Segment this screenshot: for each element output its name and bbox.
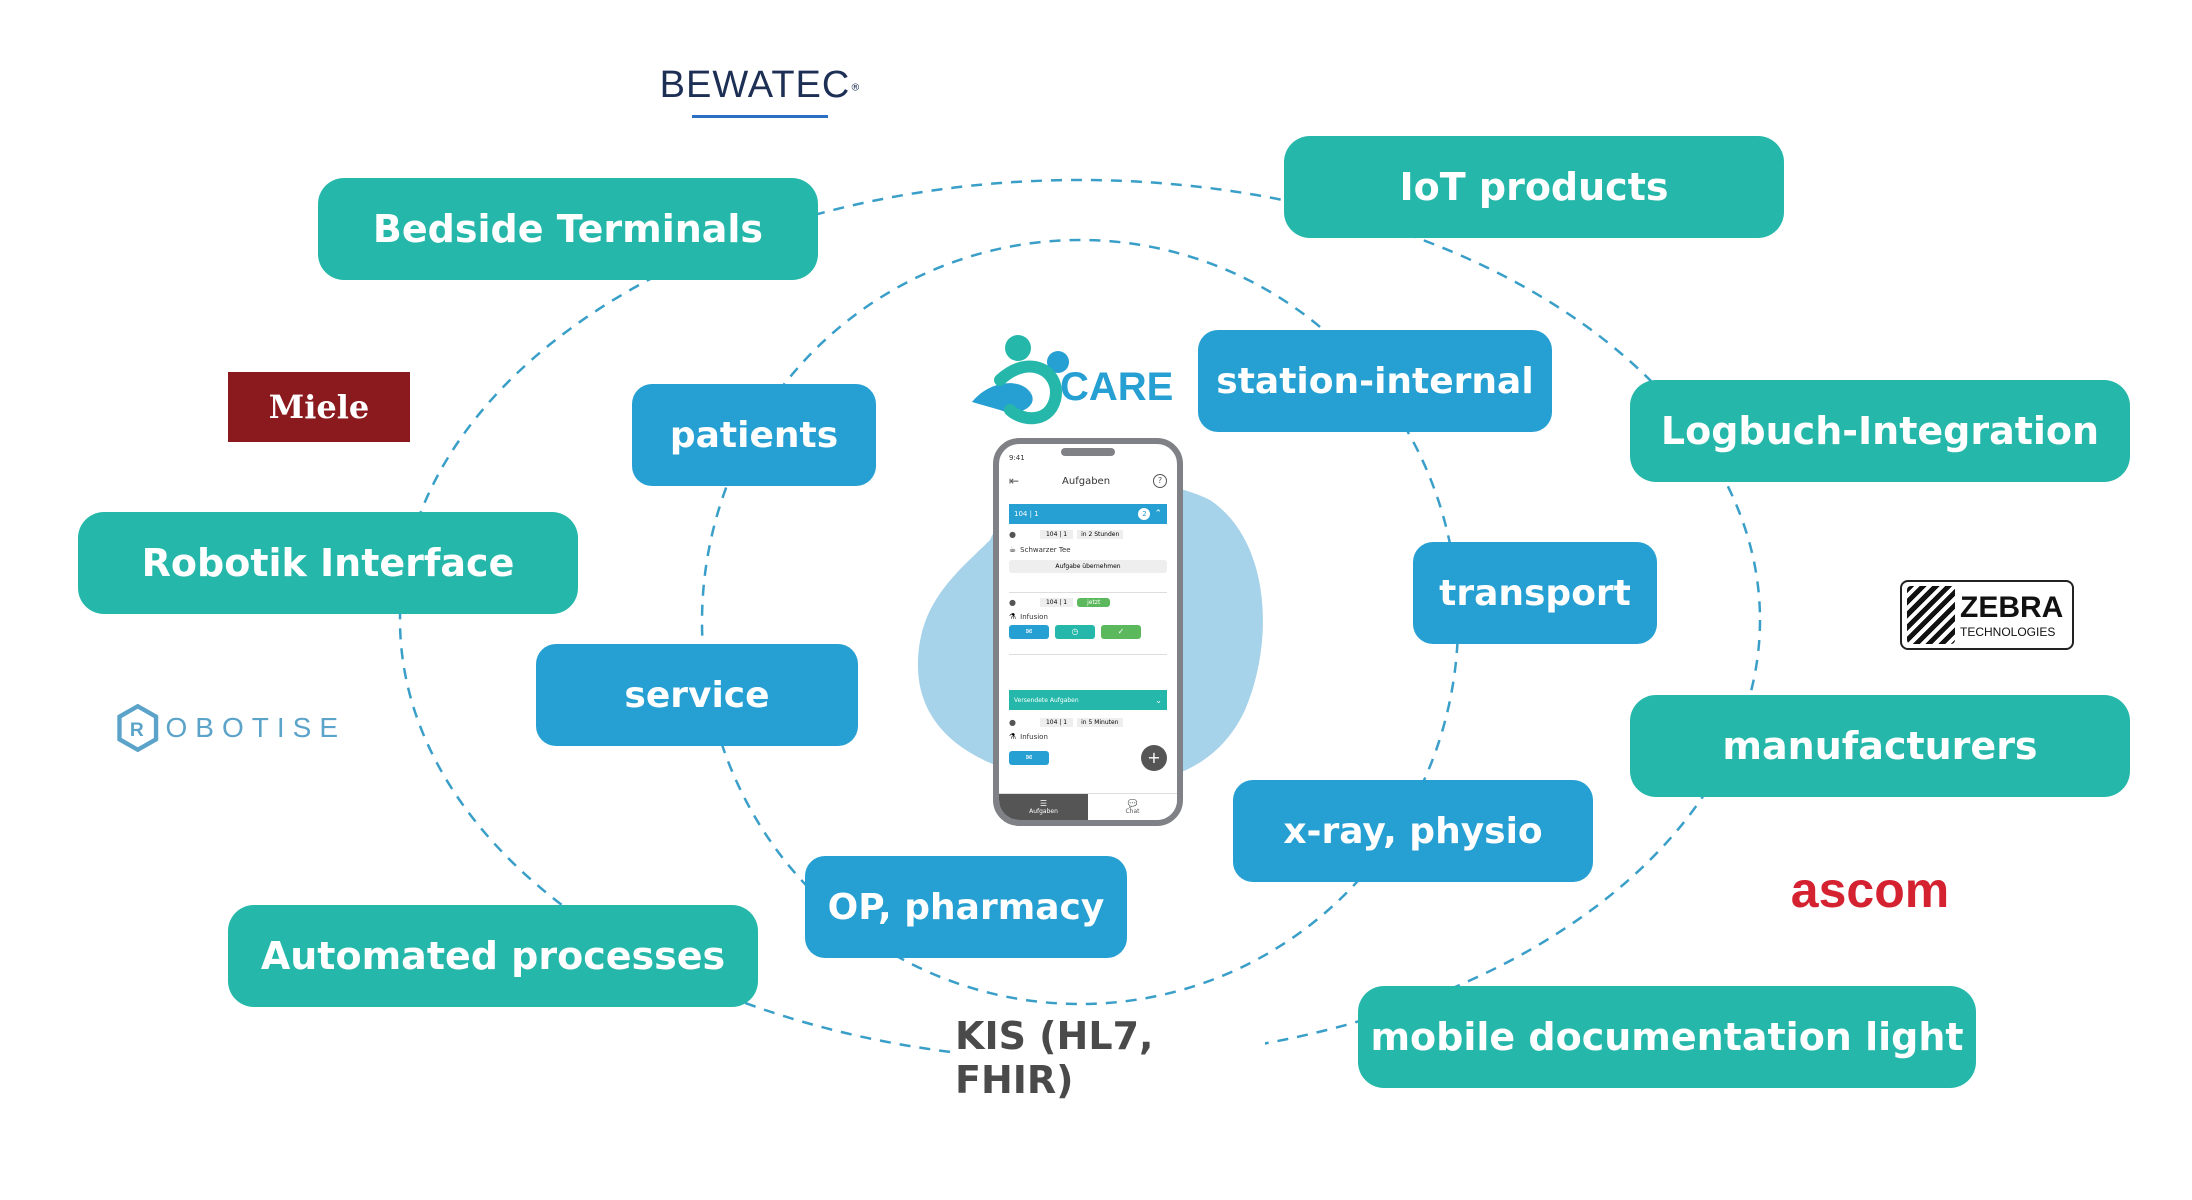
nav-tab-chat[interactable]: 💬 Chat <box>1088 794 1177 820</box>
task-name: Schwarzer Tee <box>1020 545 1071 554</box>
message-icon[interactable]: ✉ <box>1009 625 1049 639</box>
op-pharmacy-box: OP, pharmacy <box>805 856 1127 958</box>
add-task-button[interactable]: + <box>1141 745 1167 771</box>
chat-icon: 💬 <box>1127 799 1138 808</box>
robotise-hex-icon: R <box>117 703 159 753</box>
bewatec-logo: BEWATEC® <box>650 64 870 128</box>
zebra-head-icon <box>1907 586 1955 644</box>
task-card[interactable]: ● 104 | 1 jetzt ⚗ Infusion ✉ ◷ ✓ <box>1009 596 1167 655</box>
ascom-logo: ascom <box>1760 860 1980 920</box>
help-icon[interactable]: ? <box>1152 474 1167 488</box>
phone-title: Aufgaben <box>1062 475 1111 487</box>
phone-header: ⇤ Aufgaben ? <box>1009 470 1167 492</box>
iot-products-box: IoT products <box>1284 136 1784 238</box>
task-due: in 5 Minuten <box>1077 718 1123 727</box>
automated-processes-box: Automated processes <box>228 905 758 1007</box>
logout-icon[interactable]: ⇤ <box>1009 474 1020 488</box>
manufacturers-box: manufacturers <box>1630 695 2130 797</box>
care-logo-icon <box>972 335 1069 425</box>
nav-tab-tasks-label: Aufgaben <box>1029 808 1058 815</box>
phone-notch <box>1061 448 1115 456</box>
phone-mockup: 9:41 ⇤ Aufgaben ? 104 | 1 2 ⌃ ● 104 | 1 … <box>993 438 1183 826</box>
task-room: 104 | 1 <box>1039 530 1074 539</box>
task-due-badge: jetzt <box>1077 598 1111 607</box>
sent-tasks-header[interactable]: Versendete Aufgaben ⌄ <box>1009 690 1167 710</box>
station-internal-box: station-internal <box>1198 330 1552 432</box>
sent-tasks-label: Versendete Aufgaben <box>1014 696 1079 704</box>
zebra-logo: ZEBRA TECHNOLOGIES <box>1900 580 2074 650</box>
zebra-logo-subtext: TECHNOLOGIES <box>1960 624 2056 639</box>
task-card[interactable]: ● 104 | 1 in 2 Stunden ☕ Schwarzer Tee A… <box>1009 528 1167 593</box>
robotise-logo-text: OBOTISE <box>165 712 346 743</box>
task-card[interactable]: ● 104 | 1 in 5 Minuten ⚗ Infusion ✉ + <box>1009 716 1167 776</box>
care-logo-text: CARE <box>1060 365 1173 409</box>
task-room: 104 | 1 <box>1039 718 1074 727</box>
patients-box: patients <box>632 384 876 486</box>
miele-logo: Miele <box>228 372 410 442</box>
chevron-up-icon[interactable]: ⌃ <box>1154 509 1162 519</box>
ascom-logo-text: ascom <box>1790 862 1950 918</box>
nav-tab-chat-label: Chat <box>1125 808 1140 815</box>
clock-icon[interactable]: ◷ <box>1055 625 1095 639</box>
zebra-logo-text: ZEBRA <box>1960 590 2064 624</box>
mobile-documentation-light-box: mobile documentation light <box>1358 986 1976 1088</box>
bewatec-registered-mark: ® <box>850 82 861 94</box>
phone-time: 9:41 <box>1009 454 1025 462</box>
task-due: in 2 Stunden <box>1077 530 1124 539</box>
accept-task-button[interactable]: Aufgabe übernehmen <box>1009 560 1167 573</box>
group-header[interactable]: 104 | 1 2 ⌃ <box>1009 504 1167 524</box>
chevron-down-icon[interactable]: ⌄ <box>1155 695 1162 705</box>
miele-logo-text: Miele <box>268 388 370 426</box>
list-icon: ☰ <box>1039 799 1048 808</box>
svg-text:R: R <box>130 720 144 741</box>
message-icon[interactable]: ✉ <box>1009 751 1049 765</box>
service-box: service <box>536 644 858 746</box>
task-name: Infusion <box>1020 732 1048 741</box>
cup-icon: ☕ <box>1009 545 1017 554</box>
person-icon: ● <box>1009 598 1016 607</box>
group-count-badge: 2 <box>1138 508 1151 520</box>
person-icon: ● <box>1009 718 1016 727</box>
bedside-terminals-box: Bedside Terminals <box>318 178 818 280</box>
robotik-interface-box: Robotik Interface <box>78 512 578 614</box>
kis-label: KIS (HL7, FHIR) <box>955 1014 1265 1102</box>
infusion-icon: ⚗ <box>1009 612 1017 621</box>
bewatec-underline <box>692 115 828 118</box>
check-icon[interactable]: ✓ <box>1101 625 1141 639</box>
xray-physio-box: x-ray, physio <box>1233 780 1593 882</box>
infusion-icon: ⚗ <box>1009 732 1017 741</box>
robotise-logo: R OBOTISE <box>116 700 346 756</box>
logbuch-integration-box: Logbuch-Integration <box>1630 380 2130 482</box>
group-label: 104 | 1 <box>1014 510 1039 518</box>
task-name: Infusion <box>1020 612 1048 621</box>
task-room: 104 | 1 <box>1039 598 1074 607</box>
person-icon: ● <box>1009 530 1016 539</box>
bewatec-logo-text: BEWATEC <box>659 64 851 106</box>
transport-box: transport <box>1413 542 1657 644</box>
phone-bottom-nav: ☰ Aufgaben 💬 Chat <box>999 793 1177 820</box>
nav-tab-tasks[interactable]: ☰ Aufgaben <box>999 794 1088 820</box>
